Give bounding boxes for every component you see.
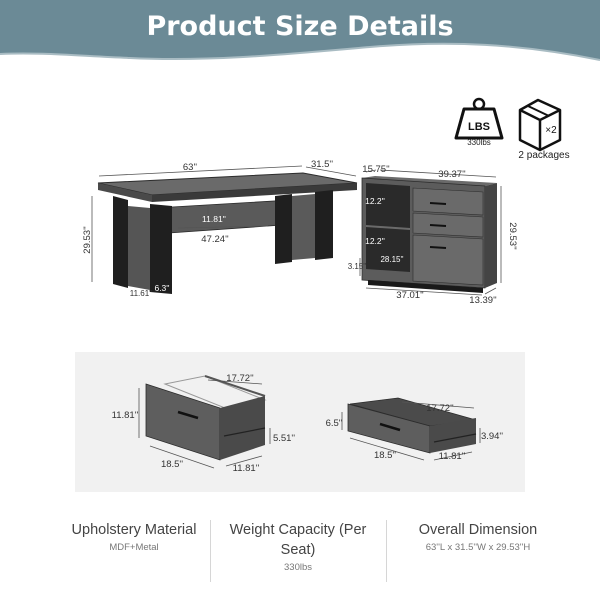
cabinet-shelf-upper-label: 12.2'' [365, 196, 385, 206]
spec-title: Weight Capacity (Per Seat) [229, 522, 367, 558]
file-drawer-illustration [145, 375, 267, 461]
spec-value: MDF+Metal [109, 542, 159, 553]
cabinet-inner-width-label: 28.15'' [380, 255, 404, 264]
file-drawer-height-label: 11.81'' [112, 410, 139, 421]
spec-value: 63''L x 31.5''W x 29.53''H [425, 542, 531, 553]
cabinet-depth-bottom-label: 13.39'' [469, 295, 497, 306]
package-caption: 2 packages [518, 150, 570, 161]
file-drawer-length-label: 18.5'' [161, 459, 183, 470]
cabinet-width-top-label: 39.37'' [438, 169, 466, 180]
desk-dimensions [91, 165, 357, 282]
desk-illustration [97, 172, 358, 294]
small-drawer-length-label: 18.5'' [374, 450, 396, 461]
weight-caption: 330lbs [467, 138, 491, 147]
desk-leg-width-label: 11.61'' [130, 289, 153, 298]
cabinet-base-label: 3.15'' [348, 262, 367, 271]
small-drawer-illustration [347, 397, 477, 454]
desk-length-label: 63'' [183, 162, 197, 173]
small-drawer-front-label: 3.94'' [481, 431, 503, 442]
desk-inner-width-label: 47.24'' [201, 234, 229, 245]
small-drawer-width-label: 17.72'' [426, 403, 454, 414]
cabinet-shelf-lower-label: 12.2'' [365, 236, 385, 246]
spec-value: 330lbs [284, 562, 312, 573]
cabinet-width-bottom-label: 37.01'' [396, 290, 424, 301]
small-drawer-depth-label: 11.81'' [439, 451, 466, 462]
spec-title: Overall Dimension [418, 522, 538, 538]
page-title: Product Size Details [146, 11, 454, 42]
desk-leg-thickness-label: 6.3'' [154, 283, 169, 293]
spec-title: Upholstery Material [71, 522, 197, 538]
spec-weight-capacity: Weight Capacity (Per Seat) 330lbs [228, 520, 368, 573]
desk-shelf-height-label: 11.81'' [202, 214, 226, 224]
desk-depth-label: 31.5'' [311, 159, 333, 170]
header-banner [0, 0, 600, 61]
small-drawer-dimensions [341, 401, 481, 461]
file-drawer-dimensions [138, 379, 271, 469]
desk-height-label: 29.53'' [82, 226, 93, 254]
spec-overall-dimension: Overall Dimension 63''L x 31.5''W x 29.5… [392, 520, 564, 553]
cabinet-height-label: 29.53'' [507, 222, 518, 250]
spec-divider [210, 520, 211, 582]
spec-upholstery: Upholstery Material MDF+Metal [56, 520, 212, 553]
cabinet-depth-top-label: 15.75'' [362, 164, 390, 175]
small-drawer-height-label: 6.5'' [326, 418, 343, 429]
spec-divider [386, 520, 387, 582]
file-drawer-front-label: 5.51'' [273, 433, 295, 444]
file-drawer-depth-label: 11.81'' [233, 463, 260, 474]
cabinet-dimensions [359, 169, 502, 296]
cabinet-illustration [361, 176, 497, 293]
file-drawer-width-label: 17.72'' [226, 373, 254, 384]
